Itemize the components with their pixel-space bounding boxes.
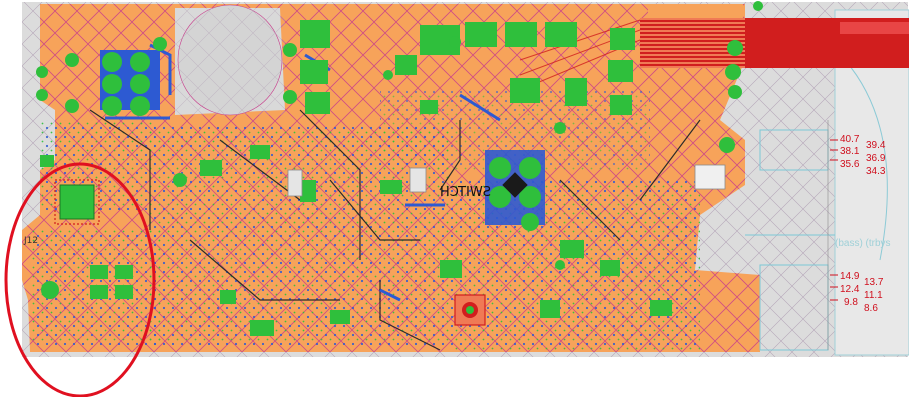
component-field [30,90,700,350]
dimension-value: 39.4 [866,140,886,151]
switch-footprint [485,150,545,231]
dimension-value: 11.1 [864,290,883,301]
chip-ic-left [54,179,100,225]
dimension-value: 8.6 [864,303,878,314]
dimension-value: 36.9 [866,153,886,164]
pad-group-lower-left [40,155,187,299]
connector-silkscreen-label: J12 [24,236,39,246]
switch-silkscreen-label: SWITCH [440,185,491,200]
highlight-ellipse [4,162,156,397]
dimension-value: 14.9 [840,271,860,282]
pad-group-top-left [36,37,167,116]
dimension-value: 34.3 [866,166,886,177]
dimension-value: 40.7 [840,134,860,145]
trace-bus-top-right [519,18,909,91]
dimension-value: 12.4 [840,284,860,295]
signal-traces [89,109,701,351]
dimension-ticks [827,120,838,350]
pad-group-center [200,100,735,336]
dimension-value: 35.6 [840,159,860,170]
component-outlines [287,164,726,197]
test-pad-bottom [454,294,486,326]
dimension-value: 13.7 [864,277,884,288]
dimension-value: 38.1 [840,146,860,157]
dimension-value: 9.8 [844,297,858,308]
right-faint-label: (bass) (trbys [835,238,891,249]
pad-group-top-mid [283,1,763,115]
